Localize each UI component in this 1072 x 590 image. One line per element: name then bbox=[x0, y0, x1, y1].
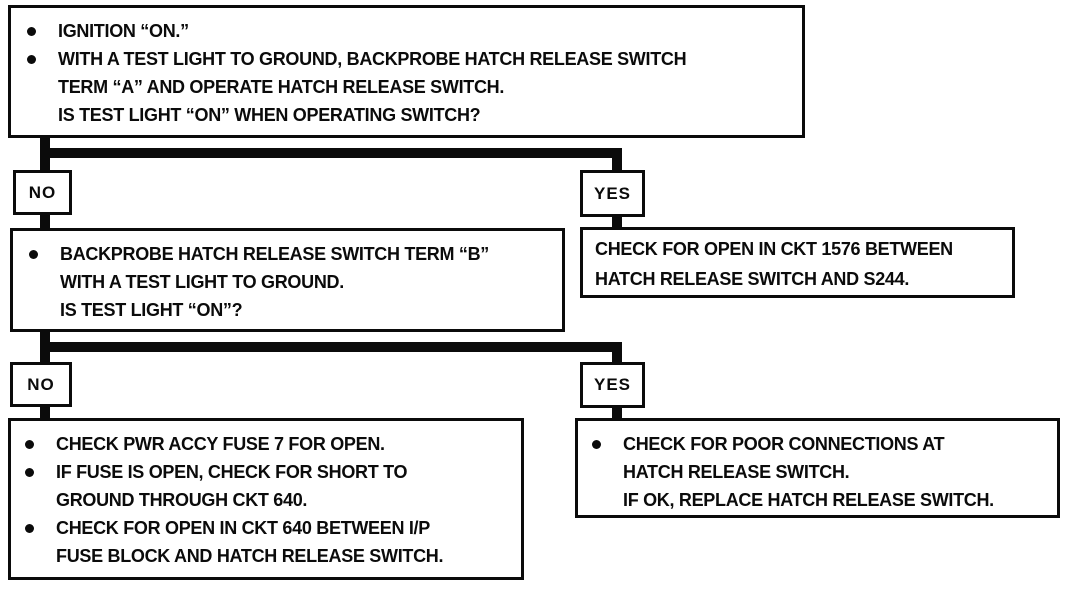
yes-label-1: YES bbox=[593, 183, 632, 203]
connector-vertical bbox=[612, 148, 622, 171]
bullet-icon bbox=[25, 524, 34, 533]
result-box-ckt1576: CHECK FOR OPEN IN CKT 1576 BETWEEN HATCH… bbox=[580, 227, 1015, 298]
no-box-1: NO bbox=[13, 170, 72, 215]
yes-label-2: YES bbox=[593, 375, 632, 394]
connector-vertical bbox=[40, 215, 50, 229]
bullet-icon bbox=[25, 468, 34, 477]
bullet-item: WITH A TEST LIGHT TO GROUND, BACKPROBE H… bbox=[21, 45, 794, 129]
step3-no-bullet1-text: CHECK PWR ACCY FUSE 7 FOR OPEN. bbox=[56, 434, 385, 454]
bullet-item: CHECK FOR POOR CONNECTIONS AT HATCH RELE… bbox=[586, 430, 1049, 514]
connector-vertical bbox=[40, 407, 50, 419]
no-box-2: NO bbox=[10, 362, 72, 407]
yes-box-2: YES bbox=[580, 362, 645, 408]
connector-horizontal bbox=[40, 148, 622, 158]
bullet-icon bbox=[592, 440, 601, 449]
bullet-item: BACKPROBE HATCH RELEASE SWITCH TERM “B” … bbox=[23, 240, 554, 324]
step3-no-bullet3-text: CHECK FOR OPEN IN CKT 640 BETWEEN I/P FU… bbox=[56, 518, 444, 566]
bullet-icon bbox=[27, 55, 36, 64]
bullet-item: CHECK FOR OPEN IN CKT 640 BETWEEN I/P FU… bbox=[19, 514, 513, 570]
connector-vertical bbox=[612, 217, 622, 228]
step2-no-text: BACKPROBE HATCH RELEASE SWITCH TERM “B” … bbox=[60, 244, 489, 320]
step1-bullet1-text: IGNITION “ON.” bbox=[58, 21, 189, 41]
connector-vertical bbox=[612, 342, 622, 362]
connector-horizontal bbox=[40, 342, 622, 352]
bullet-icon bbox=[25, 440, 34, 449]
no-label-1: NO bbox=[28, 182, 57, 202]
bullet-icon bbox=[29, 250, 38, 259]
start-box: IGNITION “ON.” WITH A TEST LIGHT TO GROU… bbox=[8, 5, 805, 138]
bullet-item: CHECK PWR ACCY FUSE 7 FOR OPEN. bbox=[19, 430, 513, 458]
connector-vertical bbox=[612, 408, 622, 419]
step3-no-bullet2-text: IF FUSE IS OPEN, CHECK FOR SHORT TO GROU… bbox=[56, 462, 408, 510]
no-label-2: NO bbox=[27, 374, 55, 394]
step2-yes-text: CHECK FOR OPEN IN CKT 1576 BETWEEN HATCH… bbox=[595, 239, 953, 289]
step1-bullet2-text: WITH A TEST LIGHT TO GROUND, BACKPROBE H… bbox=[58, 49, 687, 125]
result-box-connections: CHECK FOR POOR CONNECTIONS AT HATCH RELE… bbox=[575, 418, 1060, 518]
bullet-item: IF FUSE IS OPEN, CHECK FOR SHORT TO GROU… bbox=[19, 458, 513, 514]
bullet-icon bbox=[27, 27, 36, 36]
bullet-item: IGNITION “ON.” bbox=[21, 17, 794, 45]
step3-yes-text: CHECK FOR POOR CONNECTIONS AT HATCH RELE… bbox=[623, 434, 994, 510]
yes-box-1: YES bbox=[580, 170, 645, 217]
result-box-fuse-check: CHECK PWR ACCY FUSE 7 FOR OPEN. IF FUSE … bbox=[8, 418, 524, 580]
question-box-2: BACKPROBE HATCH RELEASE SWITCH TERM “B” … bbox=[10, 228, 565, 332]
